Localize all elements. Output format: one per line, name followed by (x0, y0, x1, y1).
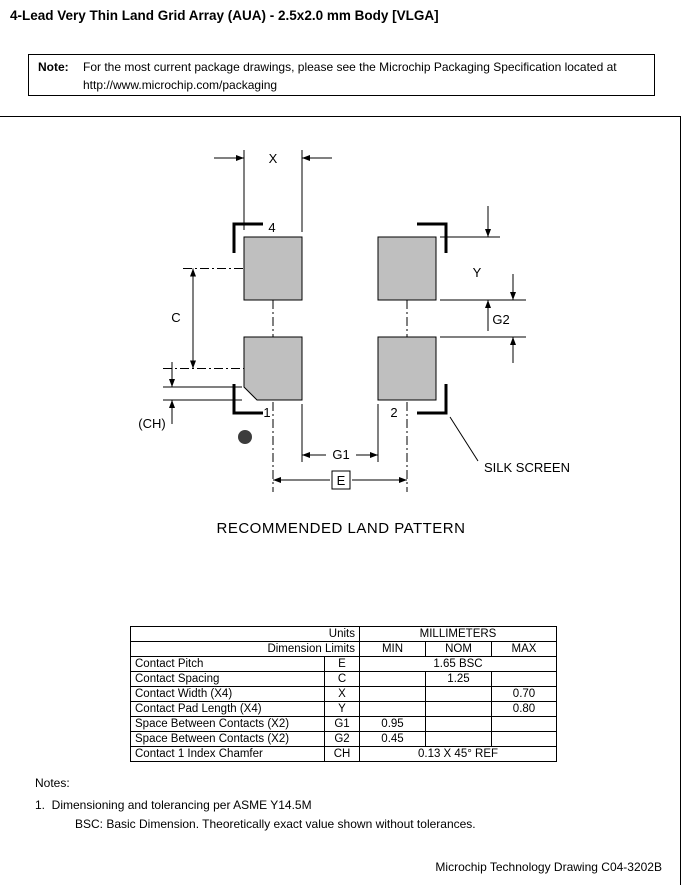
pad-number-4: 4 (268, 220, 275, 235)
row-max-cell (491, 671, 557, 687)
drawing-caption: RECOMMENDED LAND PATTERN (216, 520, 466, 537)
dim-label-c: C (171, 310, 180, 325)
row-min-cell: 0.95 (359, 716, 426, 732)
row-nom-cell (425, 716, 492, 732)
dimension-ch: (CH) (138, 362, 242, 431)
dim-label-e: E (337, 473, 346, 488)
row-dim-cell: E (324, 656, 360, 672)
note-item-2: BSC: Basic Dimension. Theoretically exac… (75, 817, 476, 831)
row-name-cell: Contact Width (X4) (130, 686, 325, 702)
pad-number-2: 2 (390, 405, 397, 420)
note-line-2: http://www.microchip.com/packaging (83, 78, 278, 92)
dimension-g1: G1 (301, 404, 379, 462)
page-title: 4-Lead Very Thin Land Grid Array (AUA) -… (10, 8, 439, 23)
row-dim-cell: C (324, 671, 360, 687)
row-max-cell: 0.70 (491, 686, 557, 702)
note-box: Note: For the most current package drawi… (28, 54, 655, 96)
pad-4 (243, 236, 303, 301)
pad-number-1: 1 (263, 405, 270, 420)
table-row: Contact 1 Index Chamfer CH 0.13 X 45° RE… (130, 746, 557, 762)
dimension-limits-cell: Dimension Limits (130, 641, 360, 657)
row-span-cell: 0.13 X 45° REF (359, 746, 557, 762)
contact-pads (243, 236, 437, 401)
pad-1-chamfered (243, 336, 303, 401)
silk-index-dot-icon (238, 430, 252, 444)
row-name-cell: Space Between Contacts (X2) (130, 731, 325, 747)
row-nom-cell: 1.25 (425, 671, 492, 687)
row-dim-cell: CH (324, 746, 360, 762)
pad-numbers: 4 1 2 (263, 220, 397, 420)
table-header-row-units: Units MILLIMETERS (130, 626, 557, 642)
row-nom-cell (425, 686, 492, 702)
row-dim-cell: Y (324, 701, 360, 717)
row-max-cell: 0.80 (491, 701, 557, 717)
note-label: Note: (38, 60, 69, 74)
dimension-c: C (171, 268, 196, 369)
dim-label-ch: (CH) (138, 416, 165, 431)
note-item-1: 1. Dimensioning and tolerancing per ASME… (35, 798, 312, 812)
land-pattern-drawing: X Y G2 C (138, 150, 570, 492)
dim-label-g2: G2 (492, 312, 509, 327)
row-min-cell (359, 701, 426, 717)
bracket-bottom-left-icon (232, 384, 263, 415)
pad-2 (377, 336, 437, 401)
dim-label-g1: G1 (332, 447, 349, 462)
table-row: Space Between Contacts (X2) G1 0.95 (130, 716, 557, 732)
center-lines (163, 268, 408, 492)
notes-heading: Notes: (35, 776, 70, 790)
dimension-x: X (214, 150, 332, 232)
drawing-frame-border (0, 116, 681, 885)
silk-screen-brackets (232, 222, 448, 415)
silk-screen-callout: SILK SCREEN (449, 416, 570, 475)
min-header-cell: MIN (359, 641, 426, 657)
row-name-cell: Contact Pitch (130, 656, 325, 672)
dimension-g2: G2 (440, 274, 526, 363)
bracket-top-left-icon (232, 222, 263, 253)
table-row: Space Between Contacts (X2) G2 0.45 (130, 731, 557, 747)
row-name-cell: Contact 1 Index Chamfer (130, 746, 325, 762)
note-text: For the most current package drawings, p… (83, 58, 654, 95)
note-line-1: For the most current package drawings, p… (83, 60, 617, 74)
dimension-y: Y (440, 206, 526, 331)
notes-section: Notes: 1. Dimensioning and tolerancing p… (35, 776, 476, 831)
row-nom-cell (425, 731, 492, 747)
bracket-bottom-right-icon (417, 384, 448, 415)
dimension-table: Units MILLIMETERS Dimension Limits MIN N… (130, 626, 557, 762)
dimension-e: E (273, 470, 407, 490)
row-name-cell: Space Between Contacts (X2) (130, 716, 325, 732)
bracket-top-right-icon (417, 222, 448, 253)
millimeters-cell: MILLIMETERS (359, 626, 557, 642)
silk-screen-label: SILK SCREEN (484, 460, 570, 475)
row-nom-cell (425, 701, 492, 717)
nom-header-cell: NOM (425, 641, 492, 657)
row-dim-cell: G2 (324, 731, 360, 747)
row-max-cell (491, 731, 557, 747)
dim-label-x: X (269, 151, 278, 166)
row-span-cell: 1.65 BSC (359, 656, 557, 672)
pad-3 (377, 236, 437, 301)
row-dim-cell: X (324, 686, 360, 702)
row-name-cell: Contact Spacing (130, 671, 325, 687)
drawing-number: Microchip Technology Drawing C04-3202B (435, 860, 662, 874)
max-header-cell: MAX (491, 641, 557, 657)
row-name-cell: Contact Pad Length (X4) (130, 701, 325, 717)
row-max-cell (491, 716, 557, 732)
table-row: Contact Width (X4) X 0.70 (130, 686, 557, 702)
units-label-cell: Units (130, 626, 360, 642)
row-min-cell: 0.45 (359, 731, 426, 747)
row-min-cell (359, 686, 426, 702)
row-dim-cell: G1 (324, 716, 360, 732)
table-row: Contact Pitch E 1.65 BSC (130, 656, 557, 672)
dim-label-y: Y (473, 265, 482, 280)
table-header-row-limits: Dimension Limits MIN NOM MAX (130, 641, 557, 657)
row-min-cell (359, 671, 426, 687)
table-row: Contact Spacing C 1.25 (130, 671, 557, 687)
table-row: Contact Pad Length (X4) Y 0.80 (130, 701, 557, 717)
